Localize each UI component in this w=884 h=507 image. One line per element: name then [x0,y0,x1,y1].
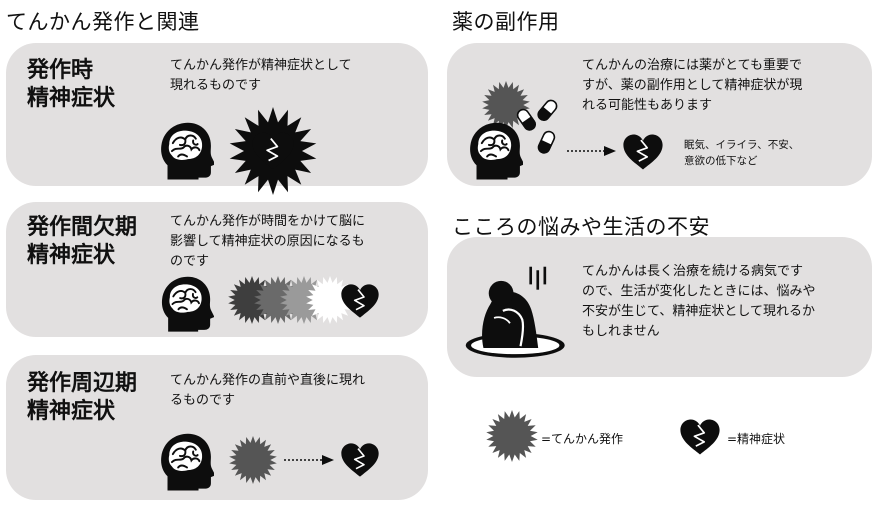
seizure-burst-icon [306,276,354,324]
panel-ictal-title: 発作時 精神症状 [27,58,116,111]
side-effects-description: てんかんの治療には薬がとても重要で すが、薬の副作用として精神症状が現 れる可能… [582,58,803,113]
section-heading-anxiety: こころの悩みや生活の不安 [452,215,710,239]
panel-ictal-description: てんかん発作が精神症状として 現れるものです [170,58,352,93]
side-effects-symptoms: 眠気、イライラ、不安、 意欲の低下など [684,139,800,167]
anxiety-description: てんかんは長く治療を続ける病気です ので、生活が変化したときには、悩みや 不安が… [582,264,816,339]
panel-interictal-title: 発作間欠期 精神症状 [27,215,138,268]
broken-heart-icon [679,418,721,456]
section-heading-side-effects: 薬の副作用 [452,10,560,34]
panel-periictal-title: 発作周辺期 精神症状 [27,371,138,424]
panel-periictal [6,355,428,500]
legend-symptom-label: =精神症状 [727,432,786,446]
section-heading-seizure-related: てんかん発作と関連 [6,10,200,34]
panel-periictal-description: てんかん発作の直前や直後に現れ るものです [170,373,366,408]
dotted-arrow-icon [567,146,616,156]
seizure-burst-icon [229,436,277,484]
panel-interictal-description: てんかん発作が時間をかけて脳に 影響して精神症状の原因になるも のです [170,214,366,269]
dotted-arrow-icon [284,455,334,465]
seizure-burst-icon [486,410,538,462]
panel-ictal [6,43,428,186]
legend-seizure-label: =てんかん発作 [541,432,624,446]
